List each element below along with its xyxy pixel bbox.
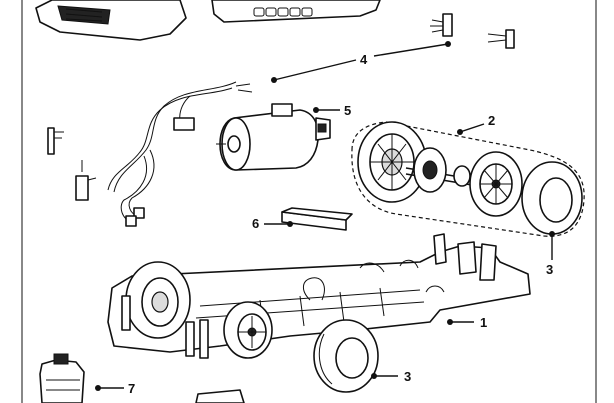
bottom-box-part	[195, 389, 245, 403]
chassis-part	[107, 233, 531, 359]
connector-pins-top	[430, 13, 515, 49]
guide-part	[39, 353, 85, 403]
motor-part	[216, 103, 331, 171]
callout-5: 5	[344, 103, 351, 118]
car-body-part	[35, 0, 381, 41]
front-tyre-part	[313, 319, 379, 393]
callout-4: 4	[360, 52, 368, 67]
callout-7: 7	[128, 381, 135, 396]
weight-part	[281, 207, 353, 231]
motor-cable-part	[47, 81, 253, 227]
callout-2: 2	[488, 113, 495, 128]
callout-3-front: 3	[404, 369, 411, 384]
rear-axle-assembly-part	[351, 121, 585, 237]
callout-1: 1	[480, 315, 487, 330]
callout-6: 6	[252, 216, 259, 231]
leader-lines	[95, 41, 555, 391]
callout-3-rear: 3	[546, 262, 553, 277]
